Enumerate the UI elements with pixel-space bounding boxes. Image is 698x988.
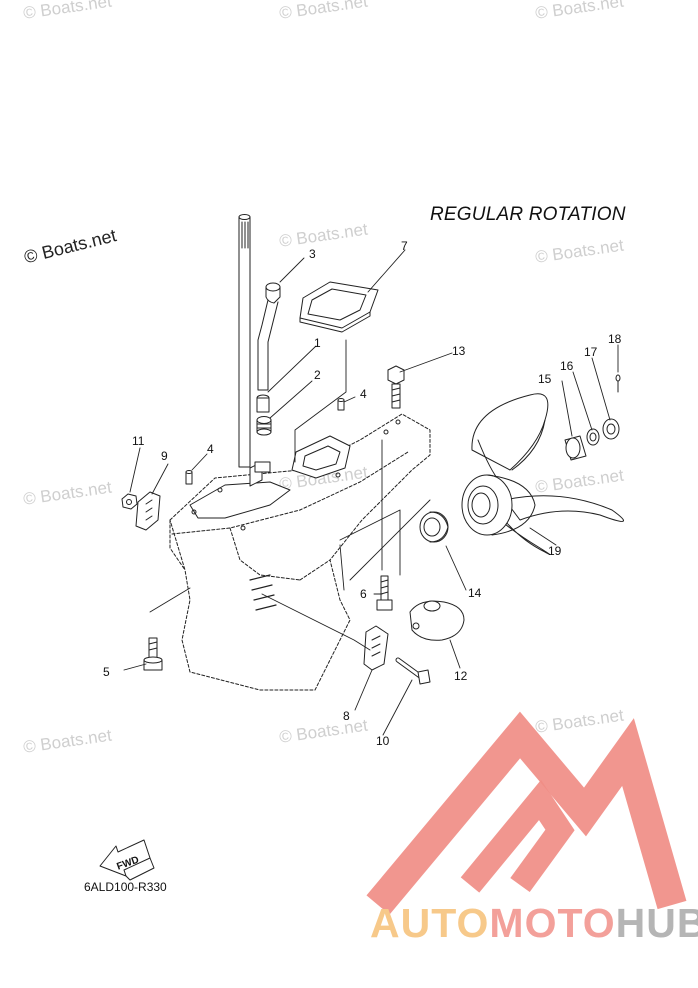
lower-casing <box>169 413 431 691</box>
bolt <box>376 575 393 611</box>
brand-part-moto: MOTO <box>489 900 616 946</box>
callout-4: 4 <box>207 442 214 456</box>
water-tube <box>257 282 281 391</box>
propeller <box>461 393 624 555</box>
callout-8: 8 <box>343 709 350 723</box>
leader-lines <box>123 249 619 736</box>
diagram-code: 6ALD100-R330 <box>84 880 167 894</box>
bolt <box>387 365 405 409</box>
grommet <box>256 394 272 436</box>
callout-3: 3 <box>309 247 316 261</box>
callout-5: 5 <box>103 665 110 679</box>
callout-16: 16 <box>560 359 574 373</box>
callout-4: 4 <box>360 387 367 401</box>
callout-10: 10 <box>376 734 390 748</box>
gasket <box>299 281 379 333</box>
oil-seal <box>419 511 449 543</box>
callout-9: 9 <box>161 449 168 463</box>
callout-14: 14 <box>468 586 482 600</box>
bolt <box>143 637 163 671</box>
callout-1: 1 <box>314 336 321 350</box>
dowel-pin <box>185 398 345 485</box>
nut <box>602 418 620 440</box>
callout-2: 2 <box>314 368 321 382</box>
callout-19: 19 <box>548 544 562 558</box>
brand-wordmark: AUTOMOTOHUB <box>370 900 698 947</box>
callout-12: 12 <box>454 669 468 683</box>
callout-11: 11 <box>132 434 145 448</box>
brand-logo-mark <box>366 711 687 915</box>
callout-6: 6 <box>360 587 367 601</box>
anode <box>135 491 161 531</box>
nut <box>121 493 138 510</box>
spacer <box>564 435 587 461</box>
bolt <box>395 657 431 685</box>
callout-15: 15 <box>538 372 552 386</box>
callout-13: 13 <box>452 344 466 358</box>
callout-7: 7 <box>401 239 408 253</box>
brand-part-auto: AUTO <box>370 900 490 946</box>
callout-18: 18 <box>608 332 622 346</box>
callout-17: 17 <box>584 345 598 359</box>
washer <box>586 428 600 446</box>
cover-plate <box>409 600 465 641</box>
drive-shaft <box>238 214 251 468</box>
trim-tab <box>363 625 389 671</box>
diagram-title: REGULAR ROTATION <box>430 204 626 225</box>
brand-part-hub: HUB <box>615 900 698 946</box>
cotter-pin <box>615 374 621 393</box>
forward-arrow-icon <box>99 839 155 881</box>
